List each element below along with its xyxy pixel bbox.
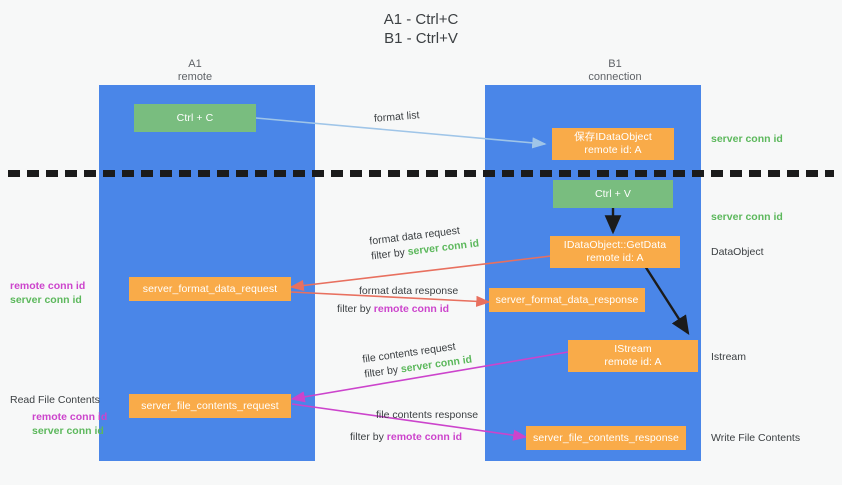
edge-label-format-data-response-filter: filter by remote conn id: [337, 302, 458, 317]
right-note-server-conn-id-second: server conn id: [711, 211, 783, 223]
node-istream[interactable]: IStream remote id: A: [568, 340, 698, 372]
node-ctrl-c[interactable]: Ctrl + C: [134, 104, 256, 132]
right-note-istream: Istream: [711, 351, 747, 363]
edge-label-file-contents-response-filter: filter by remote conn id: [350, 430, 478, 445]
edge-label-file-contents-response: file contents response filter by remote …: [350, 408, 479, 445]
node-server-format-data-request[interactable]: server_format_data_request: [129, 277, 291, 301]
node-server-file-contents-response[interactable]: server_file_contents_response: [526, 426, 686, 450]
filter-prefix: filter by: [337, 303, 371, 315]
node-idataobject-getdata[interactable]: IDataObject::GetData remote id: A: [550, 236, 680, 268]
left-note-read-file-contents: Read File Contents remote conn id server…: [10, 393, 107, 438]
filter-prefix: filter by: [363, 363, 399, 381]
edge-label-format-data-request: format data request filter by server con…: [369, 221, 480, 264]
left-note-server-conn-id: server conn id: [10, 294, 82, 306]
node-server-file-contents-request[interactable]: server_file_contents_request: [129, 394, 291, 418]
left-note-read-server-conn-id: server conn id: [32, 425, 104, 437]
filter-prefix: filter by: [350, 431, 384, 443]
right-note-dataobject: DataObject: [711, 246, 764, 258]
node-ctrl-v[interactable]: Ctrl + V: [553, 180, 673, 208]
edge-label-format-data-response: format data response filter by remote co…: [337, 284, 459, 317]
page-title: A1 - Ctrl+C B1 - Ctrl+V: [383, 11, 459, 47]
phase-divider: [8, 170, 834, 177]
left-note-remote-conn-id: remote conn id: [10, 280, 86, 292]
filter-value-remote-conn-id: remote conn id: [373, 303, 450, 315]
left-note-read-remote-conn-id: remote conn id: [32, 411, 108, 423]
edge-label-file-contents-response-text: file contents response: [376, 409, 479, 421]
right-note-write-file-contents: Write File Contents: [711, 432, 801, 444]
filter-prefix: filter by: [370, 246, 406, 263]
edge-label-format-data-response-text: format data response: [359, 285, 459, 297]
node-server-format-data-response[interactable]: server_format_data_response: [489, 288, 645, 312]
right-note-server-conn-id-top: server conn id: [711, 133, 783, 145]
edge-label-format-list: format list: [373, 108, 420, 127]
edge-label-format-list-text: format list: [373, 109, 420, 125]
column-header-a1: A1 remote: [177, 58, 213, 83]
edge-label-file-contents-request: file contents request filter by server c…: [361, 338, 473, 383]
column-header-b1: B1 connection: [588, 58, 642, 83]
left-note-read-file-contents-heading: Read File Contents: [10, 394, 100, 406]
left-note-conn-ids: remote conn id server conn id: [10, 279, 85, 307]
filter-value-remote-conn-id: remote conn id: [386, 431, 463, 443]
node-save-idataobject[interactable]: 保存IDataObject remote id: A: [552, 128, 674, 160]
